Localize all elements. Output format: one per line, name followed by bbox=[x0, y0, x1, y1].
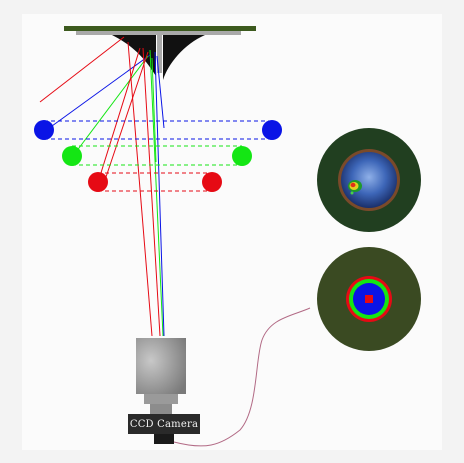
camera-connector bbox=[154, 434, 174, 444]
ray-green-2 bbox=[151, 57, 157, 163]
sample-dot bbox=[350, 191, 354, 195]
red-sphere-left bbox=[88, 172, 108, 192]
camera-label: CCD Camera bbox=[129, 419, 199, 430]
blue-sphere-left bbox=[34, 120, 54, 140]
ray-red-2 bbox=[103, 51, 149, 184]
blue-sphere-right bbox=[262, 120, 282, 140]
ray-red-camera-a bbox=[127, 41, 153, 337]
camera-lens-ring bbox=[150, 404, 172, 414]
sample-image-field bbox=[341, 152, 397, 208]
red-level-lines bbox=[98, 172, 212, 192]
camera-body bbox=[128, 414, 200, 434]
ray-green-camera bbox=[149, 49, 164, 337]
blue-level-lines bbox=[44, 120, 272, 140]
green-sphere-right bbox=[232, 146, 252, 166]
ray-red-1 bbox=[99, 47, 141, 177]
target-center-red bbox=[365, 295, 373, 303]
red-sphere-right bbox=[202, 172, 222, 192]
camera-cable bbox=[173, 307, 311, 447]
blade-right bbox=[163, 35, 205, 80]
ray-red-incident bbox=[39, 36, 125, 103]
ray-green-1 bbox=[75, 55, 149, 153]
top-frame-bar bbox=[64, 26, 256, 31]
diagram-background bbox=[22, 14, 442, 450]
sample-hotspot bbox=[348, 180, 362, 192]
ray-blue-camera bbox=[154, 51, 165, 337]
blade-left bbox=[112, 35, 156, 76]
mount-post bbox=[157, 35, 162, 73]
green-sphere-left bbox=[62, 146, 82, 166]
camera-lens-body bbox=[136, 338, 186, 394]
mount-plate bbox=[76, 31, 241, 35]
ray-blue-upper bbox=[156, 55, 165, 129]
green-level-lines bbox=[72, 145, 242, 166]
ray-red-camera-b bbox=[142, 47, 161, 337]
camera-lens-collar bbox=[144, 394, 178, 404]
